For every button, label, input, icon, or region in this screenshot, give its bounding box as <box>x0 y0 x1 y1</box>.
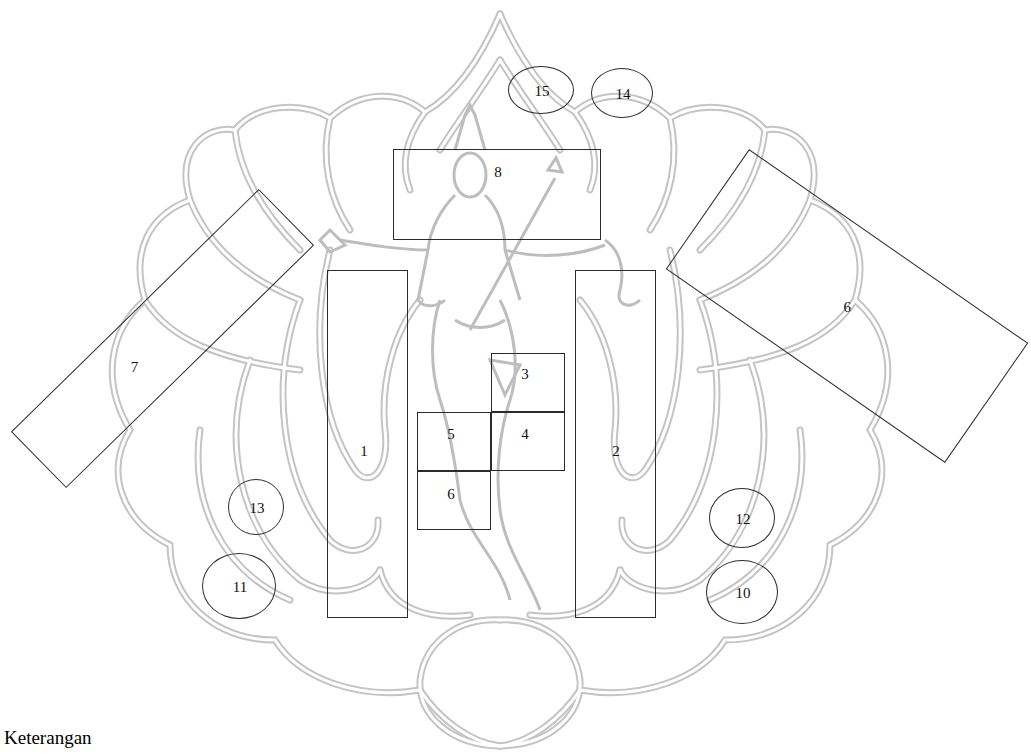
callout-number: 7 <box>130 360 138 375</box>
region-box: 2 <box>575 270 656 618</box>
callout-number: 10 <box>736 586 751 601</box>
callout-number: 6 <box>844 300 852 315</box>
callout-circle: 15 <box>508 66 574 114</box>
region-box: 8 <box>393 149 601 240</box>
goddess-figure <box>320 105 640 610</box>
region-box: 5 <box>417 412 491 471</box>
region-box: 6 <box>417 471 491 530</box>
callout-number: 6 <box>447 487 455 502</box>
callout-circle: 10 <box>706 560 778 624</box>
callout-circle: 11 <box>202 553 276 619</box>
region-box: 1 <box>327 270 408 618</box>
region-box: 4 <box>491 412 565 471</box>
callout-number: 15 <box>535 84 550 99</box>
caption-note: Keterangan <box>4 727 92 749</box>
callout-circle: 13 <box>228 479 284 535</box>
region-box: 6 <box>666 149 1029 463</box>
logo-outline-inner <box>112 14 888 746</box>
callout-number: 5 <box>447 427 455 442</box>
callout-circle: 12 <box>709 488 775 548</box>
callout-number: 12 <box>736 512 751 527</box>
callout-circle: 14 <box>591 68 653 118</box>
callout-number: 8 <box>494 165 502 180</box>
callout-number: 4 <box>521 427 529 442</box>
callout-number: 1 <box>360 444 368 459</box>
callout-number: 2 <box>612 444 620 459</box>
callout-number: 11 <box>233 580 247 595</box>
callout-number: 13 <box>250 501 265 516</box>
callout-number: 14 <box>616 87 631 102</box>
logo-outline <box>112 14 888 746</box>
region-box: 3 <box>491 353 565 412</box>
callout-number: 3 <box>521 367 529 382</box>
region-box: 7 <box>10 188 313 487</box>
